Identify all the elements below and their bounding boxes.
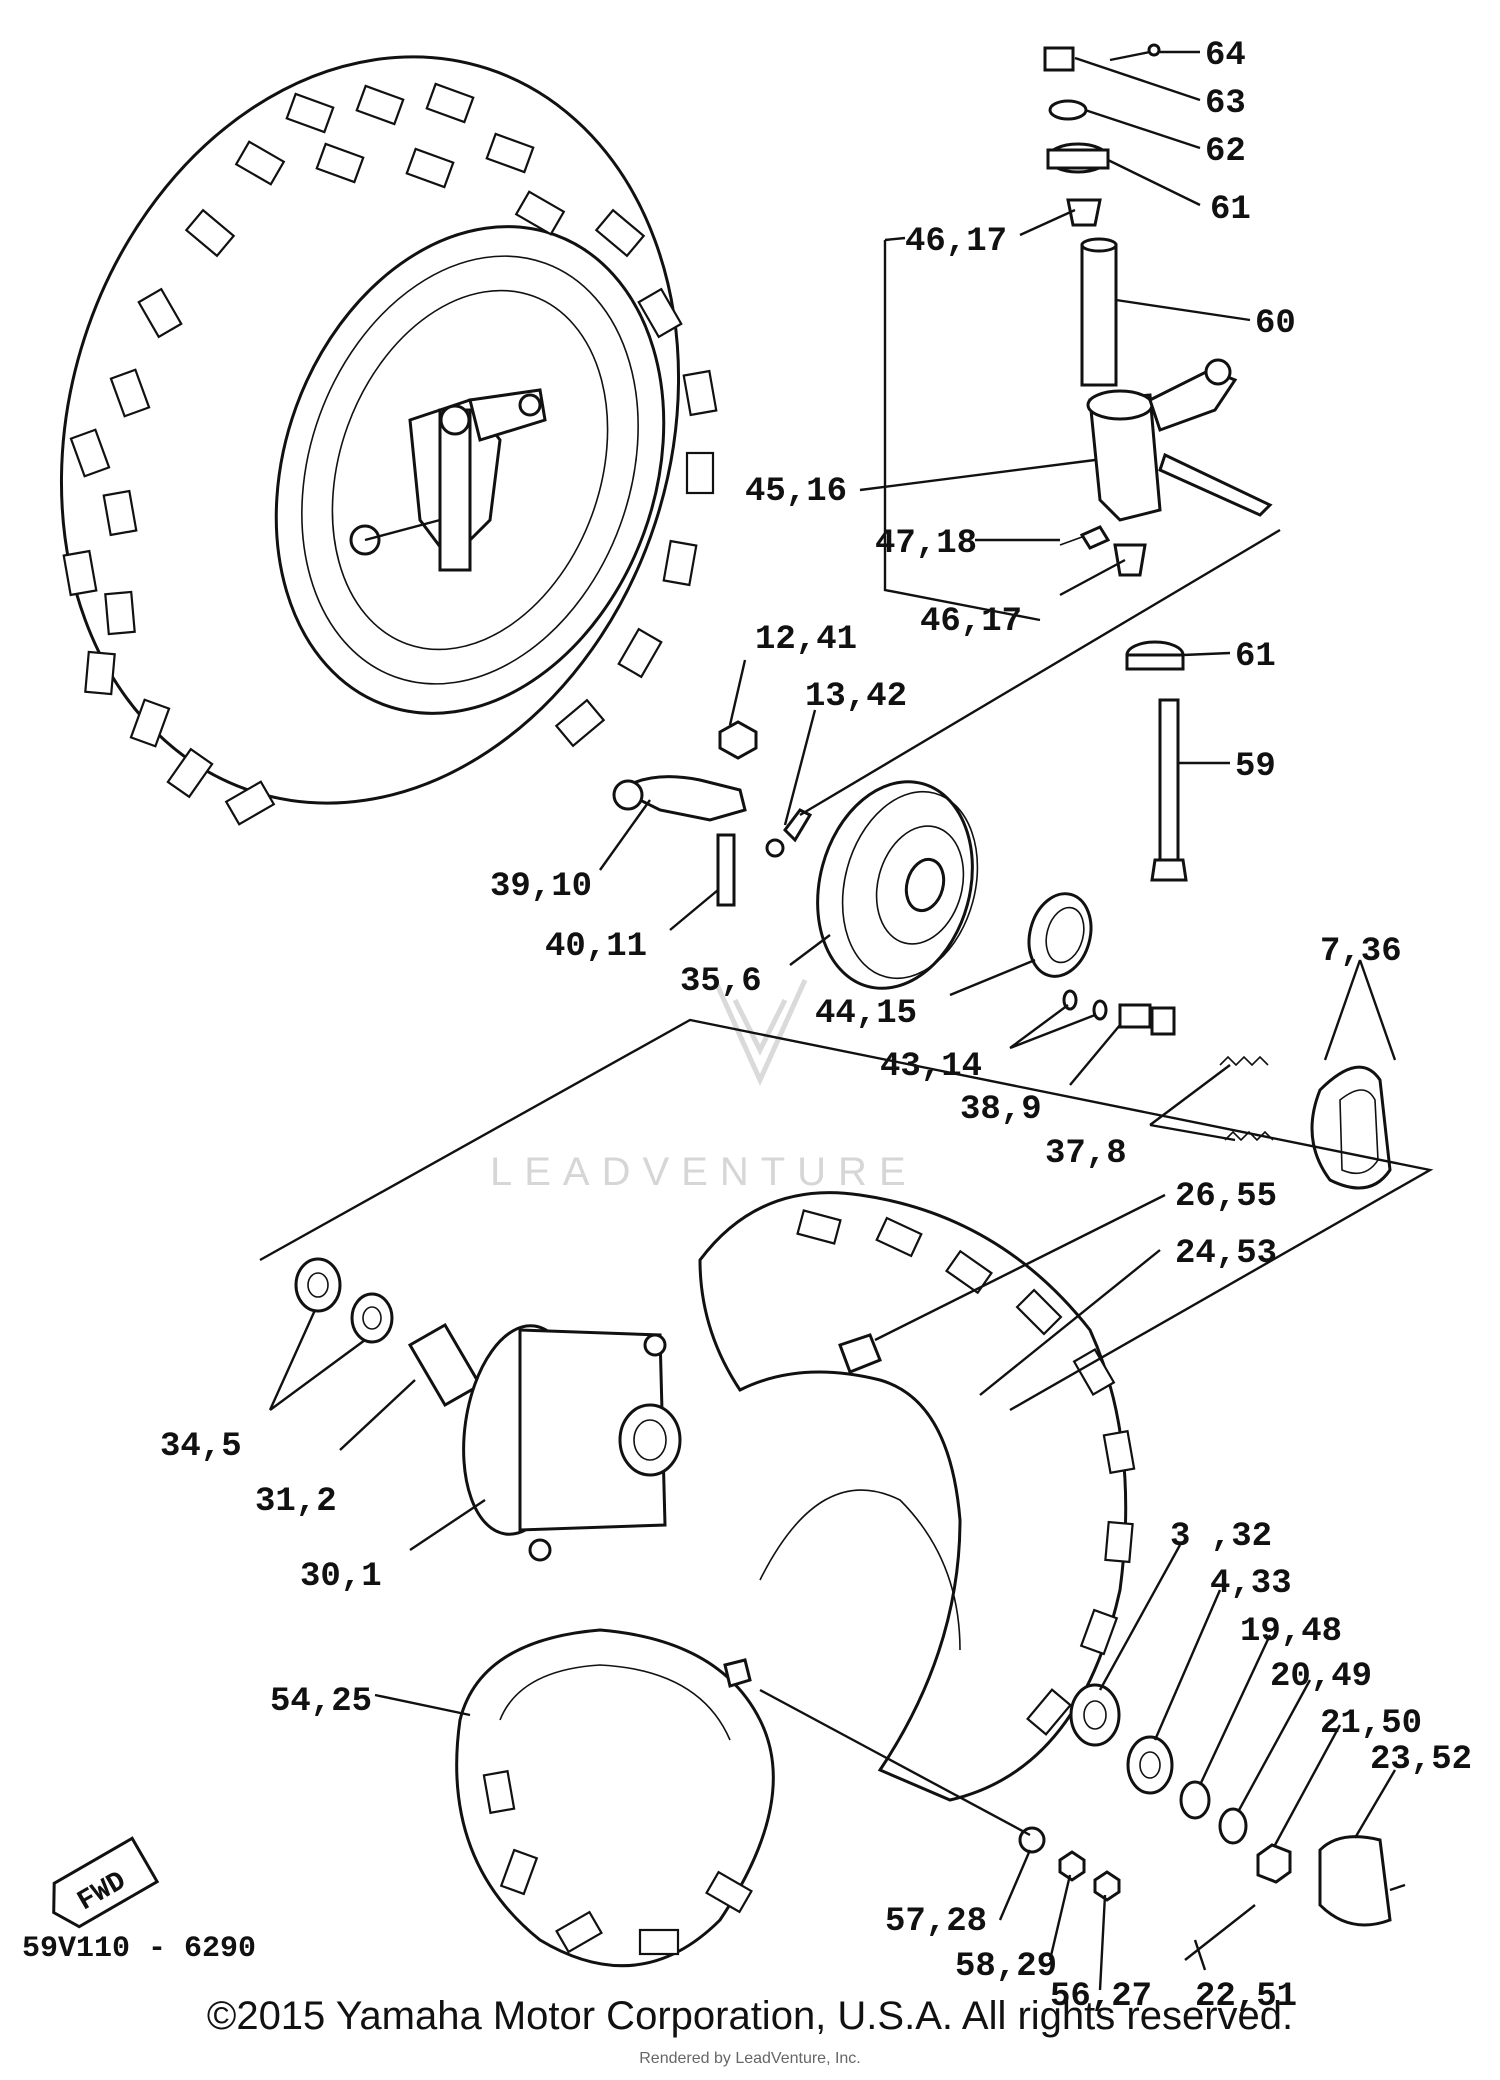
callout-43-14: 43,14 <box>880 1048 982 1086</box>
callout-20-49: 20,49 <box>1270 1658 1372 1696</box>
callout-4-33: 4,33 <box>1210 1565 1292 1603</box>
fwd-arrow-icon: FWD <box>52 1836 160 1929</box>
callout-62: 62 <box>1205 133 1246 171</box>
callout-47-18: 47,18 <box>875 525 977 563</box>
callout-26-55: 26,55 <box>1175 1178 1277 1216</box>
watermark: LEADVENTURE <box>490 978 918 1194</box>
callout-57-28: 57,28 <box>885 1903 987 1941</box>
callout-31-2: 31,2 <box>255 1483 337 1521</box>
callout-60: 60 <box>1255 305 1296 343</box>
copyright-notice: ©2015 Yamaha Motor Corporation, U.S.A. A… <box>206 1994 1294 2038</box>
callout-61-bottom: 61 <box>1235 638 1276 676</box>
callout-58-29: 58,29 <box>955 1948 1057 1986</box>
callout-59: 59 <box>1235 748 1276 786</box>
axle-parts <box>1018 1683 1406 1961</box>
callout-30-1: 30,1 <box>300 1558 382 1596</box>
callout-13-42: 13,42 <box>805 678 907 716</box>
assembled-wheel <box>59 55 718 826</box>
callout-61-top: 61 <box>1210 191 1251 229</box>
callout-3-32: 3 ,32 <box>1170 1518 1272 1556</box>
callout-64: 64 <box>1205 37 1246 75</box>
callout-24-53: 24,53 <box>1175 1235 1277 1273</box>
assembly-boundaries <box>259 236 1434 1412</box>
callout-23-52: 23,52 <box>1370 1741 1472 1779</box>
callout-22-51: 22,51 <box>1195 1978 1297 2016</box>
callout-21-50: 21,50 <box>1320 1705 1422 1743</box>
watermark-text: LEADVENTURE <box>490 1150 918 1194</box>
callout-46-17-bottom: 46,17 <box>920 603 1022 641</box>
callout-39-10: 39,10 <box>490 868 592 906</box>
callout-38-9: 38,9 <box>960 1091 1042 1129</box>
callout-37-8: 37,8 <box>1045 1135 1127 1173</box>
callout-labels: 64 63 62 61 46,17 60 45,16 47,18 46,17 6… <box>160 37 1472 2016</box>
kingpin-assembly <box>1043 43 1273 882</box>
callout-46-17-top: 46,17 <box>905 223 1007 261</box>
callout-44-15: 44,15 <box>815 995 917 1033</box>
callout-12-41: 12,41 <box>755 621 857 659</box>
callout-35-6: 35,6 <box>680 963 762 1001</box>
brake-components <box>612 720 1392 1190</box>
leader-lines <box>268 50 1397 1991</box>
callout-63: 63 <box>1205 85 1246 123</box>
callout-40-11: 40,11 <box>545 928 647 966</box>
callout-19-48: 19,48 <box>1240 1613 1342 1651</box>
callout-34-5: 34,5 <box>160 1428 242 1466</box>
callout-45-16: 45,16 <box>745 473 847 511</box>
callout-7-36: 7,36 <box>1320 933 1402 971</box>
rendered-by-notice: Rendered by LeadVenture, Inc. <box>639 2050 861 2067</box>
wheel-assembly <box>294 1191 1136 1968</box>
figure-code: 59V110 - 6290 <box>22 1932 257 1966</box>
callout-56-27: 56,27 <box>1050 1978 1152 2016</box>
callout-54-25: 54,25 <box>270 1683 372 1721</box>
